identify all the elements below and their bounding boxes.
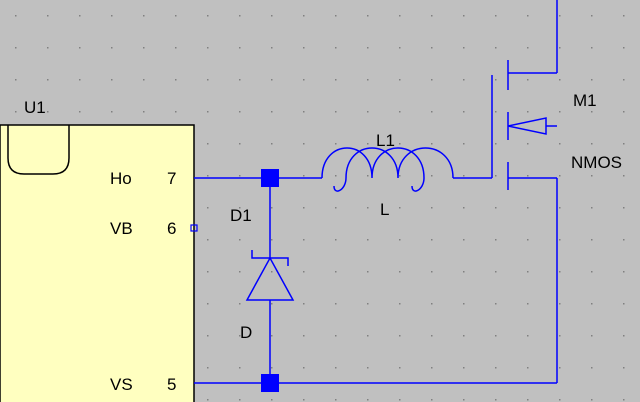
diode-value-label: D [240,323,252,342]
pin-vb-name: VB [110,219,133,238]
inductor-loop-1 [333,177,347,192]
junction-node-bottom[interactable] [261,374,279,392]
inductor-ref-label: L1 [376,131,395,150]
pin-vs-number: 5 [167,375,176,394]
mosfet-value-label: NMOS [571,153,622,172]
mosfet-m1[interactable]: M1 NMOS [491,60,622,190]
inductor-l1[interactable]: L1 L [321,131,454,219]
diode-triangle [245,256,295,301]
inductor-loop-2 [411,177,425,192]
pin-vs-name: VS [110,375,133,394]
ic-u1[interactable]: U1 Ho 7 VB 6 VS 5 [0,98,198,402]
ic-notch [7,125,70,175]
inductor-coil [321,147,454,179]
ic-ref-label: U1 [24,98,46,117]
pin-vb-unconnected-marker[interactable] [190,224,198,232]
diode-d1[interactable]: D1 D [230,206,295,342]
ic-body [0,124,195,402]
mosfet-ref-label: M1 [573,91,597,110]
inductor-value-label: L [380,200,389,219]
pin-ho-number: 7 [167,169,176,188]
junction-node-top[interactable] [261,169,279,187]
pin-ho-name: Ho [110,169,132,188]
diode-cathode-bar [251,250,289,266]
wires [194,0,558,384]
pin-vb-number: 6 [167,219,176,238]
diode-ref-label: D1 [230,206,252,225]
